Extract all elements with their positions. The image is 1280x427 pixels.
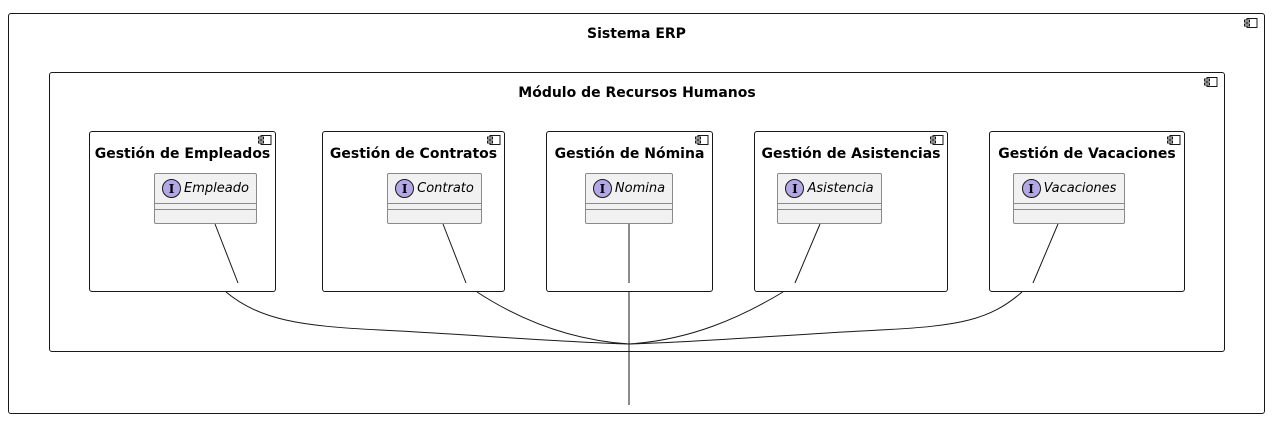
interface-asistencia: I Asistencia xyxy=(777,173,882,224)
interface-icon: I xyxy=(395,179,415,198)
interface-attributes xyxy=(1014,204,1124,210)
component-title: Gestión de Contratos xyxy=(329,146,498,162)
component-title: Gestión de Vacaciones xyxy=(998,146,1176,162)
link-asistencia xyxy=(794,223,821,284)
curve-vacaciones xyxy=(628,291,1023,345)
interface-nomina: I Nomina xyxy=(585,173,673,224)
interface-name: Nomina xyxy=(614,181,666,196)
interface-name: Asistencia xyxy=(807,181,874,196)
component-icon xyxy=(258,135,272,145)
link-empleado xyxy=(214,223,239,284)
interface-attributes xyxy=(778,204,881,210)
interface-icon: I xyxy=(162,179,182,198)
component-title: Gestión de Empleados xyxy=(94,146,271,162)
component-title: Gestión de Asistencias xyxy=(761,146,941,162)
component-icon xyxy=(695,135,709,145)
link-vacaciones xyxy=(1032,223,1059,284)
interface-contrato: I Contrato xyxy=(387,173,482,224)
interface-vacaciones: I Vacaciones xyxy=(1013,173,1125,224)
system-title: Sistema ERP xyxy=(587,26,686,42)
link-contrato xyxy=(442,223,467,284)
interface-name: Contrato xyxy=(417,181,474,196)
interface-icon: I xyxy=(1021,179,1041,198)
curve-asistencias xyxy=(628,291,784,345)
interface-icon: I xyxy=(592,179,612,198)
interface-attributes xyxy=(388,204,481,210)
component-icon xyxy=(1204,77,1218,87)
interface-empleado: I Empleado xyxy=(154,173,257,224)
component-icon xyxy=(930,135,944,145)
component-title: Gestión de Nómina xyxy=(554,146,705,162)
module-title: Módulo de Recursos Humanos xyxy=(518,85,756,101)
interface-attributes xyxy=(586,204,672,210)
interface-attributes xyxy=(155,204,256,210)
component-icon xyxy=(1167,135,1181,145)
interface-name: Empleado xyxy=(184,181,249,196)
curve-contratos xyxy=(476,291,630,345)
interface-name: Vacaciones xyxy=(1043,181,1117,196)
component-icon xyxy=(487,135,501,145)
interface-icon: I xyxy=(785,179,805,198)
curve-empleados xyxy=(225,291,630,345)
component-icon xyxy=(1244,18,1258,28)
